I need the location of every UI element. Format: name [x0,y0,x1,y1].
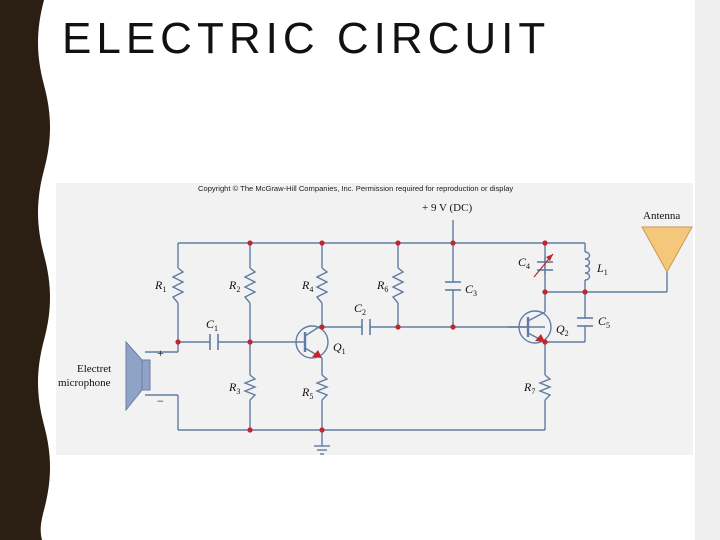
resistors [171,267,552,401]
label-c3: C3 [465,282,477,298]
transistor-q2-emitter-arrow [535,334,545,342]
decorative-right-stripe [695,0,720,540]
label-r6: R6 [376,278,388,294]
plus-terminal: + [157,346,164,360]
capacitors [209,258,593,350]
capacitor-c3 [445,281,461,291]
label-q2: Q2 [556,322,569,338]
resistor-r1 [171,267,185,304]
supply-label: + 9 V (DC) [422,202,472,214]
resistor-r7 [538,374,552,401]
label-r5: R5 [301,385,313,401]
label-l1: L1 [596,261,608,277]
transistor-q1-emitter-arrow [312,350,322,358]
label-r2: R2 [228,278,240,294]
resistor-r6 [391,267,405,304]
label-r4: R4 [301,278,313,294]
microphone-label-line2: microphone [58,377,111,389]
inductor-l1 [584,251,591,281]
transistor-q1 [295,324,329,359]
ground-symbol [314,445,330,455]
label-r1: R1 [154,278,166,294]
antenna-icon [641,226,693,274]
wires [145,220,668,446]
capacitor-c5 [577,317,593,327]
figure-copyright: Copyright © The McGraw-Hill Companies, I… [198,184,514,193]
label-r3: R3 [228,380,240,396]
resistor-r4 [315,267,329,304]
label-c5: C5 [598,314,610,330]
microphone-label-line1: Electret [77,363,111,375]
label-r7: R7 [523,380,535,396]
microphone-icon [125,340,151,412]
circuit-figure-panel [56,183,693,455]
capacitor-c2 [361,319,371,335]
slide-title: ELECTRIC CIRCUIT [62,14,551,63]
resistor-r3 [243,374,257,401]
label-q1: Q1 [333,340,346,356]
minus-terminal: − [157,394,164,408]
decorative-left-border [0,0,50,540]
label-c4: C4 [518,255,530,271]
label-c2: C2 [354,301,366,317]
resistor-r5 [315,374,329,401]
antenna-label: Antenna [643,210,680,222]
capacitor-c1 [209,334,219,350]
label-c1: C1 [206,317,218,333]
capacitor-c4-arrow [546,254,553,261]
junction-nodes [175,240,588,433]
resistor-r2 [243,267,257,304]
